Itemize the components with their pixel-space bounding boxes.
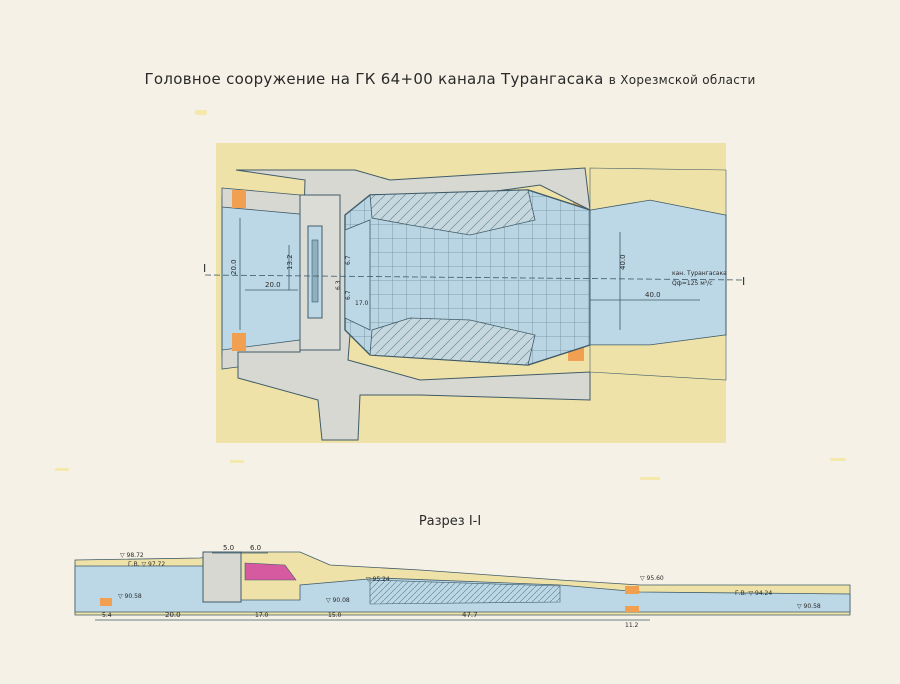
section-line [204, 274, 746, 281]
downstream-bank [589, 334, 727, 381]
paper-stain [55, 468, 69, 471]
dim-label: 17.0 [355, 300, 369, 307]
section-block [100, 598, 112, 606]
section-bottom-dim: 5.4 [102, 612, 112, 619]
section-gate [202, 551, 242, 603]
sheet-title: Головное сооружение на ГК 64+00 канала Т… [0, 70, 900, 88]
sheet-title-main: Головное сооружение на ГК 64+00 канала Т… [144, 70, 604, 88]
section-elev: Г.В. ▽ 94.24 [735, 590, 772, 597]
abutment-block [232, 190, 246, 208]
canal-discharge: Qф=125 м³/с [672, 280, 713, 287]
section-bottom-dim: 15.0 [328, 612, 342, 619]
dim-label: 40.0 [645, 291, 661, 299]
paper-stain [195, 110, 207, 115]
paper-stain [640, 477, 660, 480]
riprap-slope [369, 317, 536, 366]
canal-label: кан. Турангасака [672, 270, 727, 277]
section-apron [369, 579, 561, 605]
section-bottom-dim: 20.0 [165, 611, 181, 619]
section-block [625, 606, 639, 612]
section-block [625, 586, 639, 594]
section-top-dim: 6.0 [250, 544, 261, 552]
gate-pier [311, 239, 319, 303]
paper-stain [830, 458, 846, 461]
section-embankment-fill [244, 562, 297, 581]
dim-label: 20.0 [265, 281, 281, 289]
section-profile [74, 551, 851, 621]
dim-label: 13.2 [286, 254, 294, 270]
section-elev: ▽ 90.08 [326, 597, 350, 604]
dim-label: 40.0 [619, 254, 627, 270]
upstream-channel [221, 196, 301, 358]
section-elev: Г.В. ▽ 97.72 [128, 561, 165, 568]
section-elev: ▽ 90.58 [797, 603, 821, 610]
inlet-channel [344, 219, 371, 331]
riprap-slope [369, 189, 536, 236]
section-marker-right: I [742, 275, 745, 288]
sheet-title-suffix: в Хорезмской области [608, 73, 756, 87]
section-elev: ▽ 98.72 [120, 552, 144, 559]
section-top-dim: 5.0 [223, 544, 234, 552]
section-marker-left: I [203, 262, 206, 275]
section-bottom-dim: 11.2 [625, 622, 639, 629]
dim-label: 6.7 [345, 255, 352, 265]
section-elev: ▽ 90.58 [118, 593, 142, 600]
section-bottom-dim: 17.0 [255, 612, 269, 619]
downstream-bank [589, 167, 727, 216]
paper-stain [230, 460, 244, 463]
section-elev: ▽ 95.60 [640, 575, 664, 582]
section-bottom-dim: 47.7 [462, 611, 478, 619]
dim-label: 6.7 [345, 290, 352, 300]
dim-label: 6.3 [335, 280, 342, 290]
section-elev: ▽ 95.24 [366, 576, 390, 583]
section-title: Разрез I-I [418, 514, 482, 529]
abutment-block [232, 333, 246, 351]
dim-label: 20.0 [230, 259, 238, 275]
